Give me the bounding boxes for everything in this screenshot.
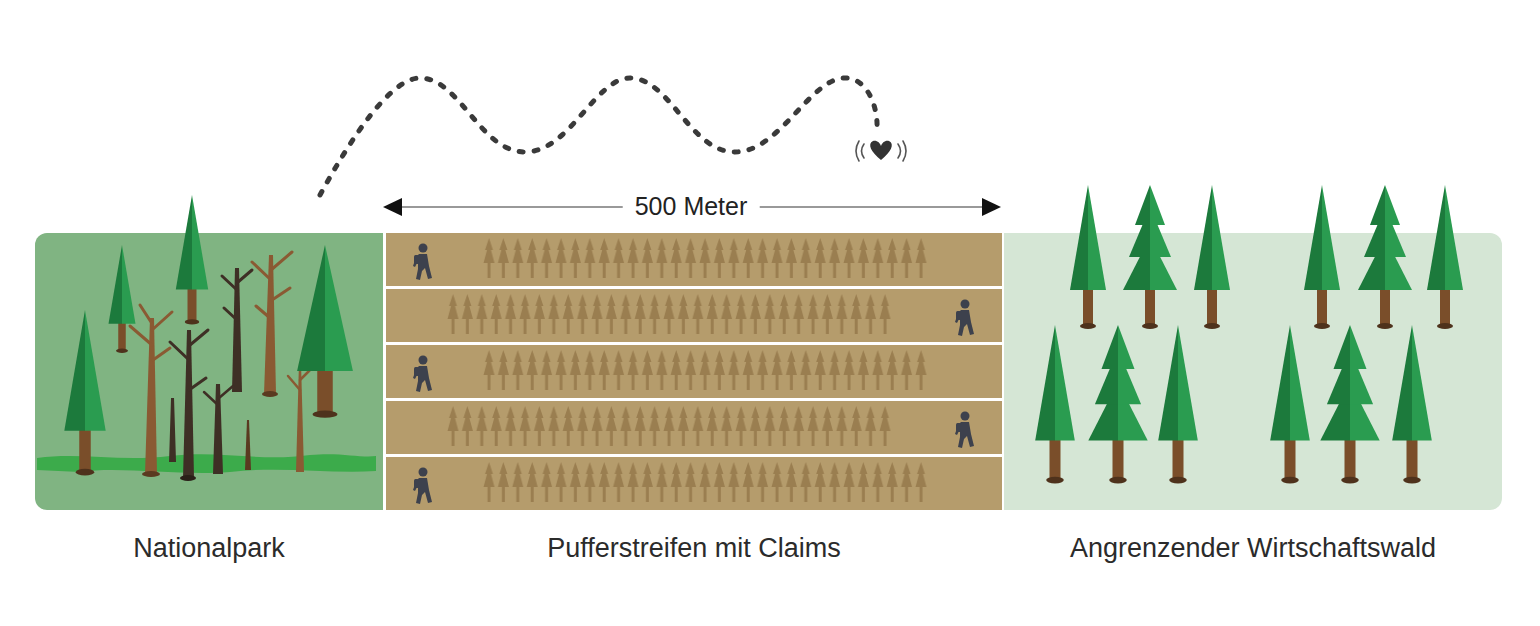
panel-caption: Nationalpark [35,532,383,564]
park-illustration [37,195,376,481]
dimension-line [383,198,1001,216]
strip-divider [386,342,1002,345]
hiker-icon [955,300,974,337]
managed-forest-trees [1035,185,1463,483]
buffer-strip-panel: Pufferstreifen mit Claims [386,233,1002,510]
sapling-row [482,233,928,286]
sapling-row [482,457,928,510]
green-trees [64,195,353,476]
dead-trees [130,252,312,481]
strip-divider [386,398,1002,401]
sapling-row [446,289,892,342]
hiker-icon [955,412,974,449]
strip-divider [386,286,1002,289]
hiker-icon [413,244,432,281]
sapling-row [446,401,892,454]
flight-path [320,78,877,195]
ground-strip [37,454,376,473]
sapling-row [482,345,928,398]
dimension-label: 500 Meter [623,191,760,221]
beetle-icon [856,141,906,161]
panel-caption: Pufferstreifen mit Claims [386,532,1002,564]
managed-forest-panel: Angrenzender Wirtschaftswald [1004,233,1502,510]
national-park-panel: Nationalpark [35,233,383,510]
strip-divider [386,454,1002,457]
hiker-icon [413,356,432,393]
panel-caption: Angrenzender Wirtschaftswald [1004,532,1502,564]
buffer-strips [386,233,1002,510]
hiker-icon [413,468,432,505]
